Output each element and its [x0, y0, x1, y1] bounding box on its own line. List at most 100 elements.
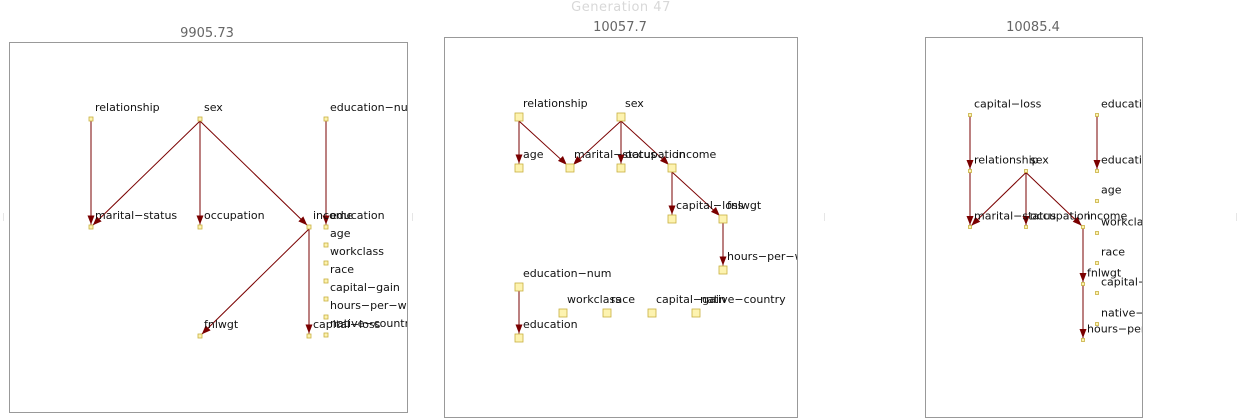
node-label: workclass [1101, 216, 1143, 229]
node-relationship[interactable]: relationship [514, 97, 588, 122]
node-education-num[interactable]: education−num [514, 267, 611, 292]
graph-3-panel: capital−loss education−num relationshipsex… [925, 37, 1143, 418]
node-label: occupation [625, 148, 686, 161]
node-age[interactable]: age [323, 227, 351, 248]
node-marker [1081, 225, 1085, 229]
node-fnlwgt[interactable]: fnlwgt [197, 318, 239, 339]
node-age[interactable]: age [514, 148, 544, 173]
node-age[interactable]: age [1095, 184, 1122, 203]
node-occupation[interactable]: occupation [197, 209, 265, 230]
node-label: income [1087, 210, 1128, 223]
node-capital-gain[interactable]: capital−gain [647, 293, 726, 318]
node-occupation[interactable]: occupation [616, 148, 686, 173]
node-marital-status[interactable]: marital−status [968, 210, 1057, 229]
node-label: marital−status [974, 210, 1056, 223]
node-label: sex [204, 101, 223, 114]
node-marker [514, 163, 524, 173]
node-label: race [1101, 246, 1125, 259]
separator-mark [412, 213, 413, 221]
arrowhead-fnlwgt-to-hours-per-week [719, 256, 727, 266]
node-sex[interactable]: sex [1024, 154, 1050, 173]
node-native-country[interactable]: native−country [1095, 307, 1144, 326]
node-label: education [330, 209, 385, 222]
node-relationship[interactable]: relationship [88, 101, 160, 122]
node-marker [323, 314, 329, 320]
arrowhead-sex-to-marital-status [971, 216, 981, 226]
node-marker [88, 116, 94, 122]
node-marker [968, 225, 972, 229]
node-label: income [676, 148, 717, 161]
arrowhead-income-to-capital-loss [668, 205, 676, 215]
node-label: race [611, 293, 635, 306]
node-label: capital−gain [656, 293, 726, 306]
node-hours-per-week[interactable]: hours−per−week [323, 299, 408, 320]
node-capital-loss[interactable]: capital−loss [667, 199, 744, 224]
node-capital-loss[interactable]: capital−loss [306, 318, 381, 339]
node-education[interactable]: education [1095, 154, 1144, 173]
arrowhead-sex-to-occupation [617, 154, 625, 164]
node-sex[interactable]: sex [616, 97, 644, 122]
node-race[interactable]: race [323, 263, 354, 284]
node-marker [1024, 169, 1028, 173]
node-label: native−country [330, 317, 408, 330]
node-capital-loss[interactable]: capital−loss [968, 98, 1042, 117]
arrowhead-relationship-to-marital-status [87, 215, 95, 225]
arrowhead-fnlwgt-to-hours-per-week [1079, 329, 1087, 338]
node-native-country[interactable]: native−country [323, 317, 408, 338]
node-marker [323, 242, 329, 248]
node-hours-per-week[interactable]: hours−per−week [1081, 323, 1144, 342]
node-marker [616, 112, 626, 122]
node-marital-status[interactable]: marital−status [88, 209, 177, 230]
node-marker [197, 224, 203, 230]
graph-2-canvas: relationship sex age marital−statusoccupati… [514, 97, 798, 343]
edge-sex-to-income [1025, 172, 1082, 226]
node-income[interactable]: income [667, 148, 717, 173]
node-fnlwgt[interactable]: fnlwgt [718, 199, 762, 224]
node-label: education [1101, 154, 1143, 167]
node-label: sex [625, 97, 644, 110]
node-workclass[interactable]: workclass [558, 293, 621, 318]
node-label: hours−per−week [1087, 323, 1143, 336]
graph-3-canvas: capital−loss education−num relationshipsex… [966, 98, 1144, 342]
node-education[interactable]: education [514, 318, 578, 343]
node-marker [323, 332, 329, 338]
node-fnlwgt[interactable]: fnlwgt [1081, 267, 1122, 286]
node-race[interactable]: race [602, 293, 635, 318]
arrowhead-income-to-capital-loss [305, 324, 313, 334]
node-marital-status[interactable]: marital−status [565, 148, 656, 173]
node-capital-gain[interactable]: capital−gain [1095, 276, 1144, 295]
node-label: relationship [95, 101, 160, 114]
node-workclass[interactable]: workclass [1095, 216, 1144, 235]
graph-1-canvas: relationship sex education−num marital−stat… [87, 101, 408, 339]
node-marker [968, 169, 972, 173]
node-label: capital−loss [974, 98, 1042, 111]
arrowhead-sex-to-income [1072, 216, 1082, 226]
node-relationship[interactable]: relationship [968, 154, 1039, 173]
node-occupation[interactable]: occupation [1024, 210, 1091, 229]
node-education-num[interactable]: education−num [1095, 98, 1144, 117]
node-label: education [523, 318, 578, 331]
node-marker [1095, 199, 1099, 203]
node-label: capital−gain [1101, 276, 1143, 289]
node-marker [602, 308, 612, 318]
node-income[interactable]: income [1081, 210, 1128, 229]
node-label: hours−per−week [727, 250, 798, 263]
node-workclass[interactable]: workclass [323, 245, 384, 266]
node-income[interactable]: income [306, 209, 354, 230]
node-label: native−country [1101, 307, 1143, 320]
graph-3-score: 10085.4 [1006, 20, 1060, 35]
node-native-country[interactable]: native−country [691, 293, 786, 318]
arrowhead-relationship-to-marital-status [966, 216, 974, 225]
node-label: education−num [330, 101, 408, 114]
node-capital-gain[interactable]: capital−gain [323, 281, 400, 302]
node-education-num[interactable]: education−num [323, 101, 408, 122]
node-education[interactable]: education [323, 209, 385, 230]
node-race[interactable]: race [1095, 246, 1126, 265]
node-sex[interactable]: sex [197, 101, 223, 122]
node-marker [1095, 169, 1099, 173]
node-label: hours−per−week [330, 299, 408, 312]
arrowhead-relationship-to-marital-status [557, 155, 567, 165]
node-label: age [523, 148, 544, 161]
node-hours-per-week[interactable]: hours−per−week [718, 250, 798, 275]
